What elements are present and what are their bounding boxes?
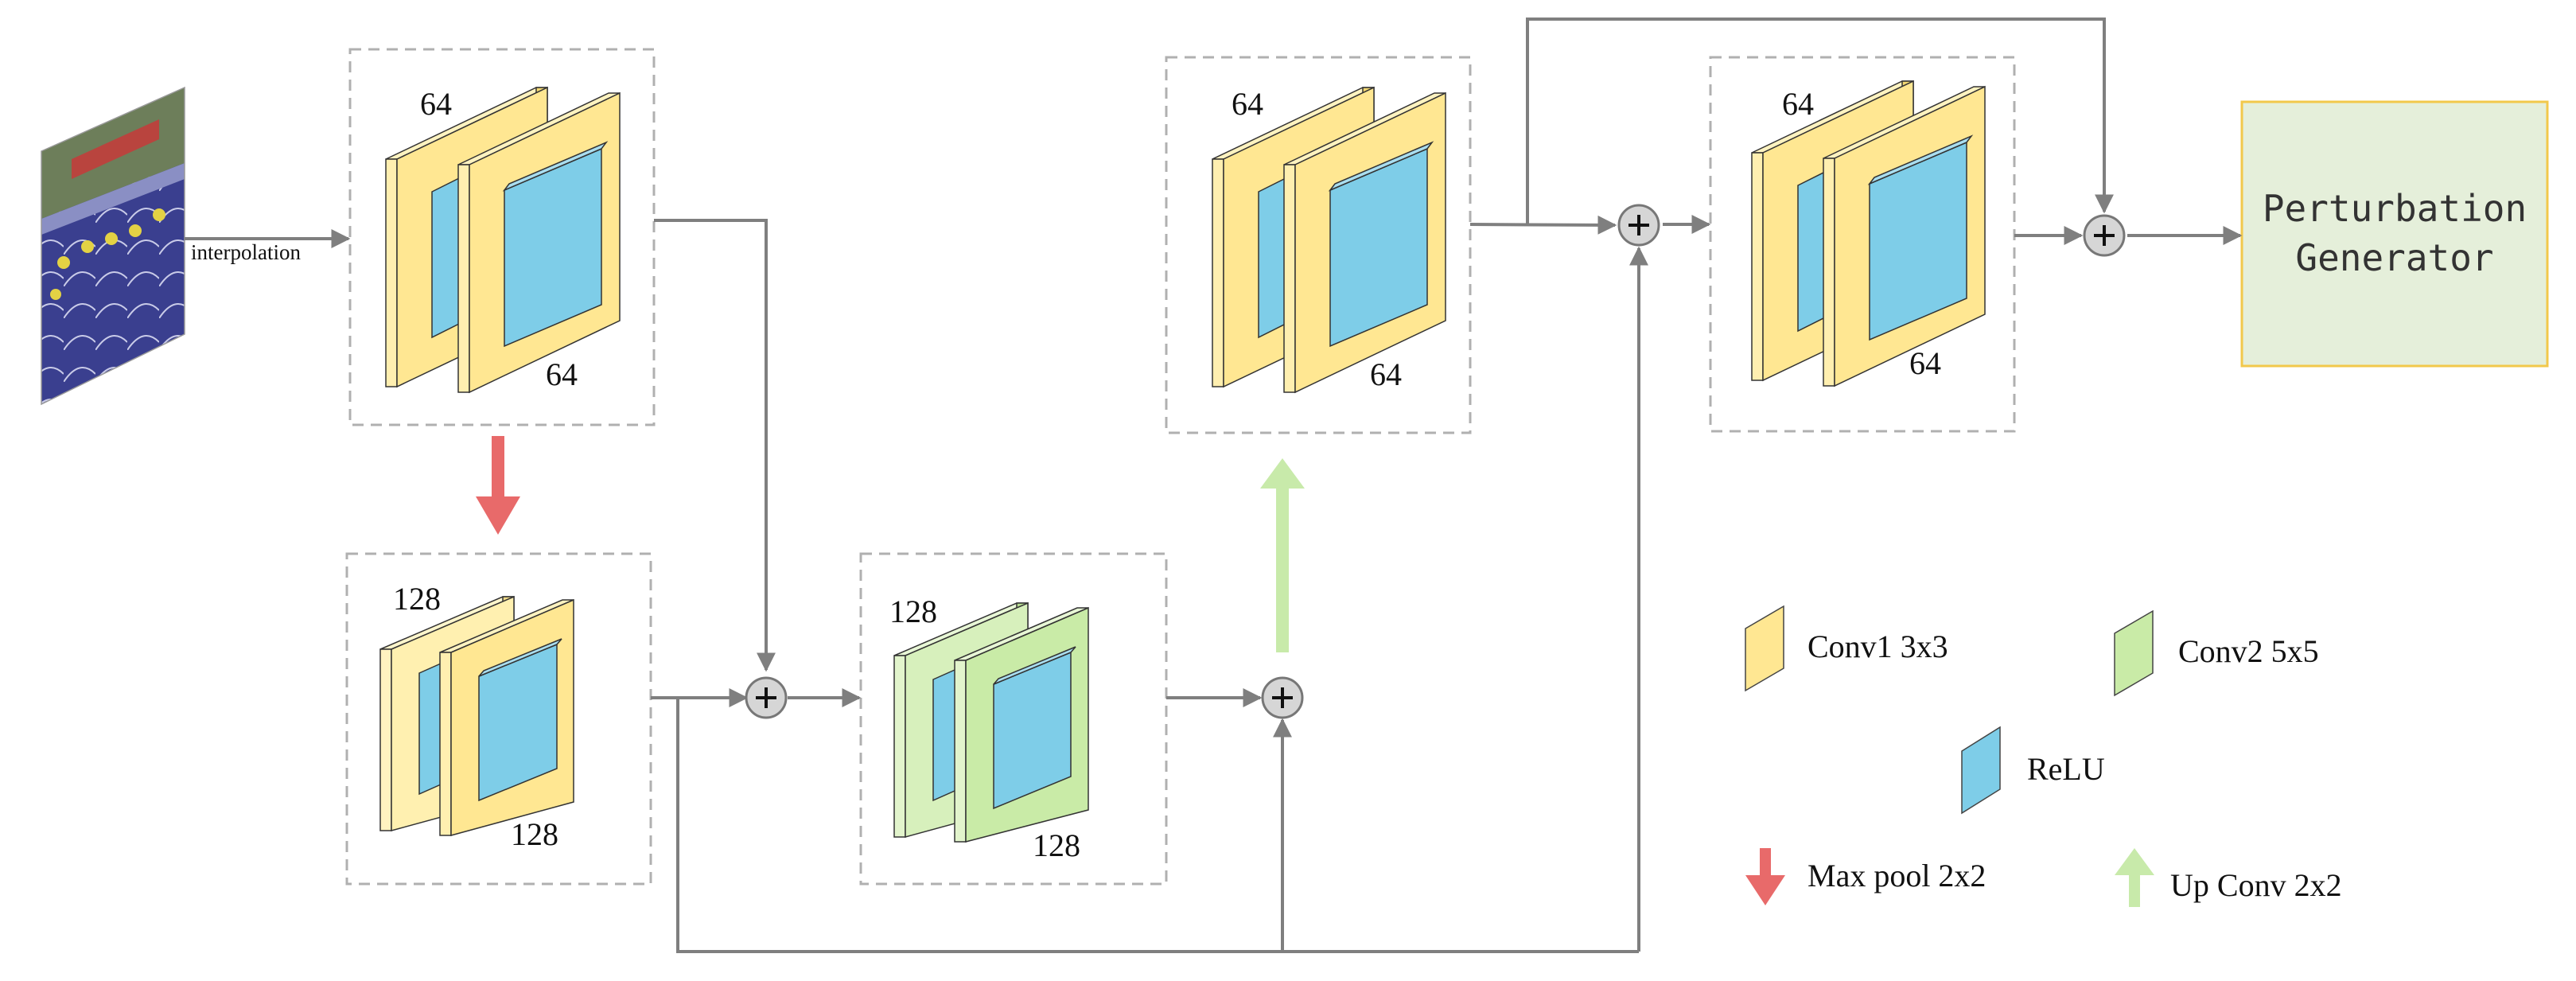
arrow-dec1-to-sum3: [1469, 215, 1617, 235]
maxpool-arrow: [476, 436, 520, 535]
output-label-line1: Perturbation: [2263, 187, 2527, 230]
block-enc2-frame: [345, 552, 652, 886]
block-mid-frame: [859, 552, 1168, 886]
legend-maxpool: Max pool 2x2: [1745, 848, 1986, 905]
block-dec2-bottom-label: 64: [1909, 345, 1941, 381]
legend-conv2: Conv2 5x5: [2114, 609, 2319, 697]
svg-text:Up Conv 2x2: Up Conv 2x2: [2170, 867, 2342, 903]
top-skip-line: [1526, 18, 2114, 224]
block-dec2-frame: [1709, 56, 2016, 433]
legend-relu: ReLU: [1961, 726, 2105, 815]
conv1-layer: [1283, 91, 1446, 394]
input-image: [41, 86, 185, 406]
perturbation-generator-box: Perturbation Generator: [2240, 100, 2549, 368]
block-enc1-frame: [348, 48, 656, 426]
legend-conv1: Conv1 3x3: [1745, 605, 1948, 692]
output-label-line2: Generator: [2295, 236, 2493, 279]
upconv-arrow: [1260, 458, 1305, 652]
svg-text:ReLU: ReLU: [2027, 751, 2105, 787]
block-enc2: 128 128: [345, 552, 652, 886]
sum-node-2: [1261, 676, 1304, 719]
legend-upconv: Up Conv 2x2: [2115, 848, 2342, 907]
conv1-layer: [1823, 85, 1986, 387]
block-dec2-top-label: 64: [1782, 86, 1814, 122]
svg-text:Max pool 2x2: Max pool 2x2: [1807, 858, 1986, 893]
block-dec1-bottom-label: 64: [1370, 356, 1402, 392]
block-enc1: 64 64: [348, 48, 656, 426]
legend: Conv1 3x3 Conv2 5x5 ReLU Max pool 2x2 Up…: [1745, 605, 2342, 907]
block-enc1-bottom-label: 64: [546, 356, 578, 392]
sum-node-4: [2083, 214, 2126, 257]
conv2-layer: [954, 606, 1089, 843]
block-mid-top-label: 128: [889, 594, 937, 629]
block-dec2: 64 64: [1709, 56, 2016, 433]
block-mid-bottom-label: 128: [1033, 827, 1080, 863]
block-dec1-frame: [1165, 56, 1472, 434]
svg-text:Conv1 3x3: Conv1 3x3: [1807, 629, 1948, 664]
conv1-layer: [439, 598, 574, 836]
sum-node-1: [745, 676, 788, 719]
conv1-layer: [457, 91, 621, 394]
block-enc1-top-label: 64: [420, 86, 452, 122]
sum-node-3: [1617, 204, 1660, 247]
svg-text:Conv2 5x5: Conv2 5x5: [2178, 633, 2319, 669]
interpolation-label: interpolation: [191, 240, 301, 264]
skip-enc1-to-sum1: [654, 219, 776, 672]
block-mid: 128 128: [859, 552, 1168, 886]
block-dec1-top-label: 64: [1232, 86, 1263, 122]
block-enc2-top-label: 128: [393, 581, 441, 617]
block-enc2-bottom-label: 128: [511, 816, 558, 852]
bottom-skip-bus: [676, 698, 1639, 953]
block-dec1: 64 64: [1165, 56, 1472, 434]
